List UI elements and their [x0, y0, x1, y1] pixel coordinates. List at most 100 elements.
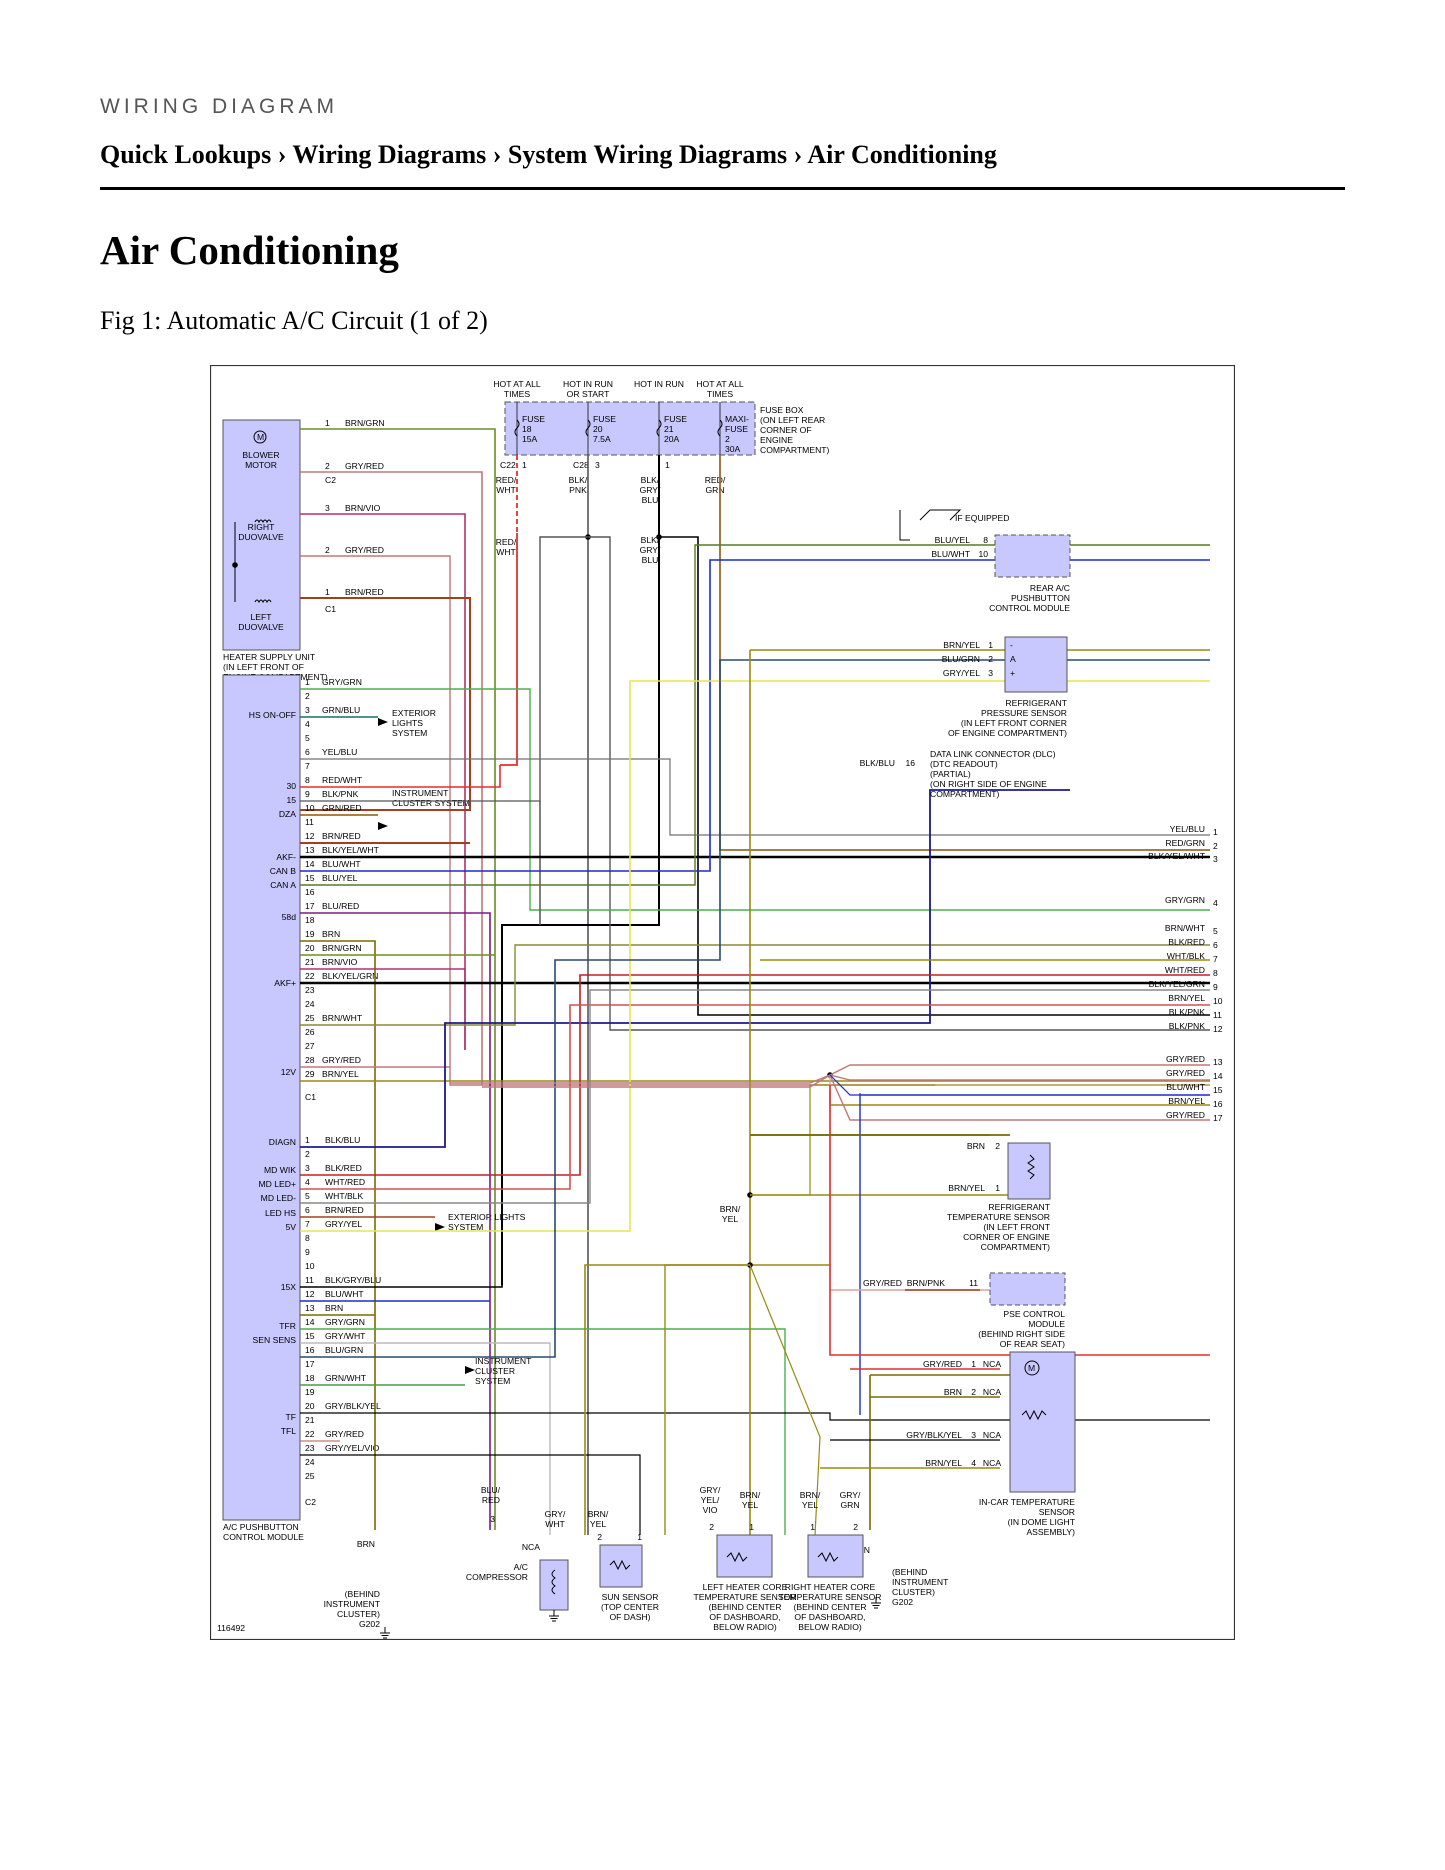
- pin-label: 7: [305, 761, 310, 771]
- pin-label: 6: [305, 747, 310, 757]
- module-function-label: HS ON-OFF: [249, 710, 296, 720]
- wire-label: GRN/WHT: [325, 1373, 367, 1383]
- pin-label: 7: [1213, 954, 1218, 964]
- wire-blk-red: [300, 974, 1210, 1176]
- fuse-label: 20: [593, 424, 603, 434]
- wire-label: YEL: [802, 1500, 818, 1510]
- pin-label: 1: [305, 1135, 310, 1145]
- pin-label: 12: [305, 831, 315, 841]
- figure-caption: Fig 1: Automatic A/C Circuit (1 of 2): [100, 306, 488, 335]
- duovalve-coil-icon: [254, 519, 272, 524]
- wire-blu-yel: [300, 544, 1210, 886]
- pin-label: 3: [305, 1163, 310, 1173]
- connector-label: C1: [305, 1092, 316, 1102]
- wire-label: GRY/: [700, 1485, 721, 1495]
- component-label: REFRIGERANT: [988, 1202, 1050, 1212]
- wire-brn-yel: [664, 1264, 750, 1535]
- component-label: (IN DOME LIGHT: [1008, 1517, 1076, 1527]
- pin-label: 17: [305, 1359, 315, 1369]
- wire-label: BRN/WHT: [322, 1013, 363, 1023]
- pin-label: 13: [305, 1303, 315, 1313]
- wire-brn-grn: [300, 428, 496, 1530]
- pin-label: 2: [305, 691, 310, 701]
- wire-label: YEL/BLU: [1170, 824, 1205, 834]
- wire-label: BRN: [967, 1141, 985, 1151]
- component-label: REFRIGERANT: [1005, 698, 1067, 708]
- module-function-label: TFL: [281, 1426, 296, 1436]
- hot-label: TIMES: [504, 389, 531, 399]
- fuse-box-location: (ON LEFT REAR: [760, 415, 825, 425]
- photodiode-icon: [609, 1559, 631, 1571]
- pin-label: 19: [305, 929, 315, 939]
- component-label: LEFT: [250, 612, 272, 622]
- component-label: TEMPERATURE SENSOR: [947, 1212, 1050, 1222]
- wire-label: GRN/BLU: [322, 705, 360, 715]
- pin-label: 3: [305, 705, 310, 715]
- wire-label: GRY/WHT: [325, 1331, 366, 1341]
- wire-label: GRY/RED: [345, 545, 384, 555]
- pin-label: 21: [305, 957, 315, 967]
- wire-label: BLU/GRN: [942, 654, 980, 664]
- wire-label: BLK/PNK: [1169, 1007, 1206, 1017]
- wire-yel-blu: [300, 758, 1210, 836]
- pin-label: 4: [1213, 898, 1218, 908]
- pin-label: 19: [305, 1387, 315, 1397]
- module-function-label: CAN B: [270, 866, 297, 876]
- wire-label: RED/WHT: [322, 775, 363, 785]
- page-kicker: WIRING DIAGRAM: [100, 95, 338, 118]
- pin-label: 5: [305, 733, 310, 743]
- branch-label: CLUSTER SYSTEM: [392, 798, 470, 808]
- wire-label: BLU: [642, 555, 659, 565]
- pin-label: 23: [305, 1443, 315, 1453]
- nca-label: NCA: [983, 1359, 1001, 1369]
- fuse-label: FUSE: [725, 424, 748, 434]
- branch-label: SYSTEM: [475, 1376, 510, 1386]
- pin-label: 3: [490, 1514, 495, 1524]
- pin-label: 11: [969, 1278, 978, 1288]
- wire-label: BRN/YEL: [1168, 993, 1205, 1003]
- wire-blu-wht: [829, 1074, 861, 1096]
- module-function-label: 30: [286, 781, 296, 791]
- pin-symbol: -: [1010, 640, 1013, 650]
- hot-label: HOT AT ALL: [696, 379, 744, 389]
- component-label: ASSEMBLY): [1026, 1527, 1075, 1537]
- wire-label: GRY/: [640, 545, 661, 555]
- wire-label: BLK/: [641, 475, 660, 485]
- pin-label: 16: [305, 887, 315, 897]
- wire-gry-grn: [300, 1328, 786, 1535]
- wire-label: GRY/RED: [325, 1429, 364, 1439]
- module-function-label: MD LED+: [259, 1179, 297, 1189]
- pin-label: 24: [305, 999, 315, 1009]
- wire-label: BRN/RED: [345, 587, 384, 597]
- breadcrumb[interactable]: Quick Lookups › Wiring Diagrams › System…: [100, 140, 997, 169]
- connector-label: C2: [325, 475, 336, 485]
- hot-label: OR START: [567, 389, 610, 399]
- wire-blk: [659, 536, 1210, 1016]
- pin-label: 1: [1213, 827, 1218, 837]
- fuse-label: 30A: [725, 444, 741, 454]
- nca-label: NCA: [522, 1542, 540, 1552]
- wire-label: BLU/YEL: [322, 873, 358, 883]
- wire-label: BRN/WHT: [1165, 923, 1206, 933]
- wire-label: BLU/WHT: [325, 1289, 364, 1299]
- pin-label: 15: [1213, 1085, 1223, 1095]
- pin-label: 1: [665, 460, 670, 470]
- if-equipped-bracket: [899, 510, 910, 541]
- pin-label: 24: [305, 1457, 315, 1467]
- component-label: (IN LEFT FRONT CORNER: [961, 718, 1067, 728]
- wire-label: WHT: [496, 547, 516, 557]
- pin-label: 8: [305, 775, 310, 785]
- wire-label: GRY/RED: [1166, 1110, 1205, 1120]
- component-label: (BEHIND CENTER: [793, 1602, 866, 1612]
- pin-label: 17: [1213, 1113, 1223, 1123]
- component-label: OF DASHBOARD,: [794, 1612, 865, 1622]
- wire-label: RED/: [705, 475, 726, 485]
- component-label: OF REAR SEAT): [1000, 1339, 1065, 1349]
- fuse-label: 2: [725, 434, 730, 444]
- pin-label: 11: [1213, 1010, 1222, 1020]
- pin-label: 4: [971, 1458, 976, 1468]
- wire-label: WHT/RED: [325, 1177, 365, 1187]
- fuse-label: MAXI-: [725, 414, 749, 424]
- wire-label: BRN/RED: [325, 1205, 364, 1215]
- pin-label: 11: [305, 1275, 314, 1285]
